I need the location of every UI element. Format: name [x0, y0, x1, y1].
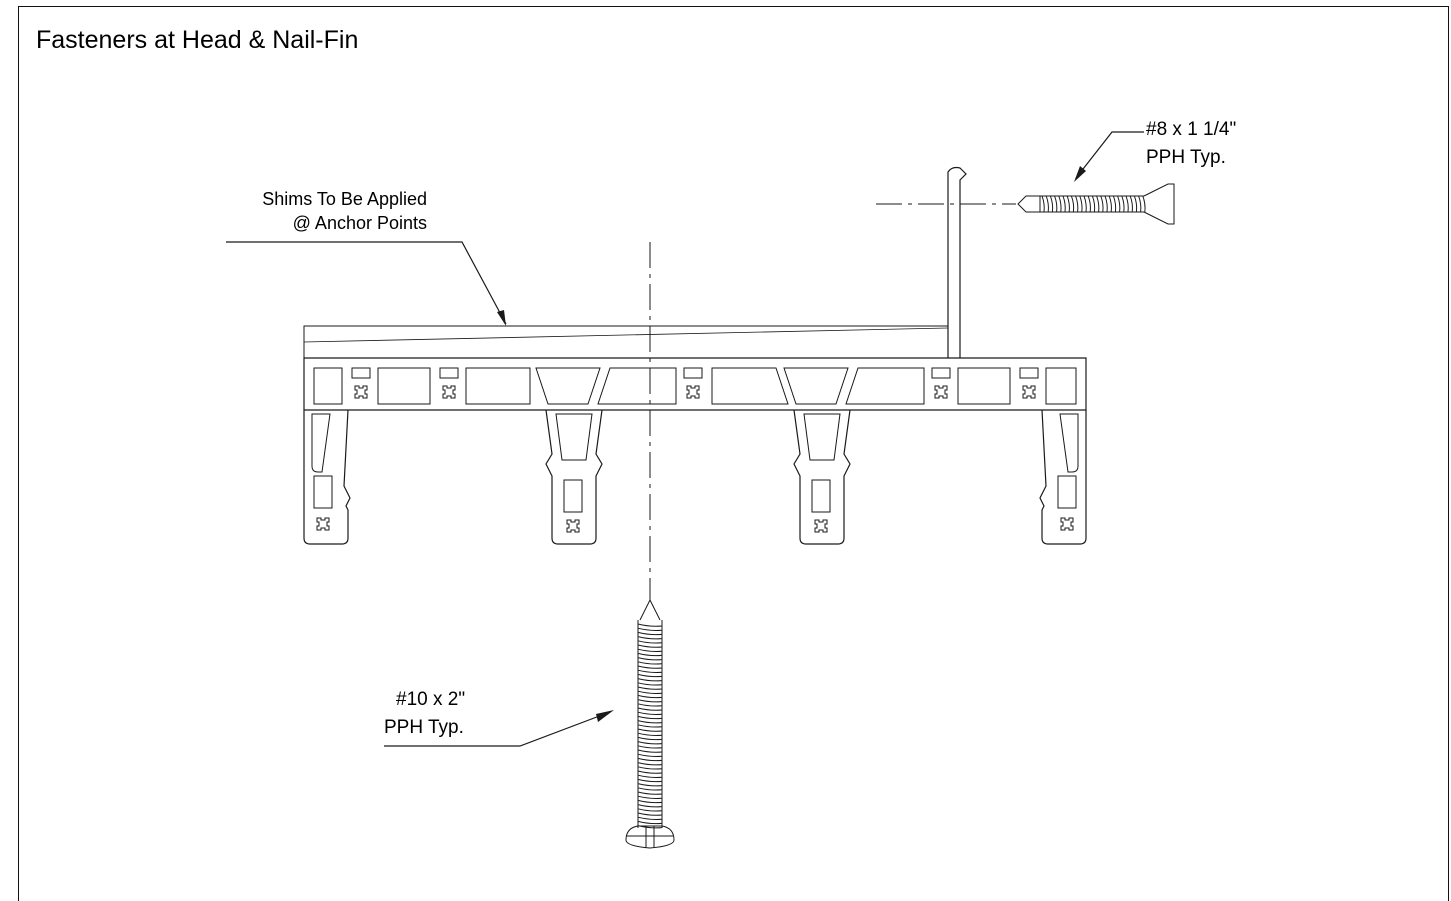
screw-thread: [1079, 195, 1083, 213]
screw-thread: [1125, 195, 1129, 213]
screw-thread: [637, 724, 663, 728]
screw-thread: [637, 636, 663, 640]
screw-thread: [1070, 195, 1075, 213]
screw-thread: [637, 648, 663, 652]
screw-thread: [637, 657, 663, 661]
screw-thread: [637, 736, 663, 741]
screw-thread: [637, 640, 663, 644]
profile-leg: [304, 410, 350, 544]
screw-thread: [637, 820, 663, 825]
screw-thread: [1091, 195, 1096, 213]
screw-thread: [1138, 195, 1142, 213]
centerlines: [649, 203, 1016, 600]
screw-thread: [1058, 195, 1062, 213]
shims-label-line2: @ Anchor Points: [292, 213, 427, 233]
screw-thread: [1041, 195, 1045, 213]
screw-thread: [637, 631, 663, 636]
screw-thread: [637, 791, 663, 795]
screw-thread: [637, 711, 663, 715]
shim-strip: [303, 325, 949, 359]
screw-thread: [637, 762, 663, 766]
screw-thread: [637, 778, 663, 783]
profile-leg: [794, 410, 850, 544]
screw-thread: [637, 673, 663, 678]
screw-thread: [1112, 195, 1117, 213]
screw-thread: [637, 707, 663, 711]
screw-thread: [1142, 195, 1146, 213]
screw-thread: [637, 812, 663, 816]
screw-thread: [637, 766, 663, 770]
screw-thread: [1062, 195, 1066, 213]
screw-thread: [1049, 195, 1054, 213]
profile-leg: [546, 410, 602, 544]
screw-thread: [637, 627, 663, 631]
screw-thread: [637, 644, 663, 648]
screw-thread: [637, 741, 663, 745]
profile-leg: [1040, 410, 1086, 544]
screw-thread: [637, 652, 663, 657]
screw-thread: [637, 808, 663, 812]
screw-thread: [637, 694, 663, 699]
screw-thread: [637, 804, 663, 808]
drawing-title: Fasteners at Head & Nail-Fin: [36, 26, 359, 54]
screw-thread: [1117, 195, 1121, 213]
screw-thread: [1133, 195, 1138, 213]
screw-thread: [1045, 195, 1049, 213]
head-screw: [625, 598, 675, 849]
screw-thread: [1104, 195, 1108, 213]
fin-screw-label-line1: #8 x 1 1/4": [1146, 119, 1237, 140]
screw-thread: [637, 770, 663, 774]
screw-thread: [1100, 195, 1104, 213]
screw-thread: [637, 661, 663, 665]
screw-thread: [1129, 195, 1133, 213]
screw-thread: [637, 720, 663, 724]
screw-thread: [637, 799, 663, 804]
screw-thread: [1087, 195, 1091, 213]
screw-thread: [637, 787, 663, 791]
screw-thread: [637, 745, 663, 749]
fin-screw-label-line2: PPH Typ.: [1146, 147, 1226, 168]
screw-thread: [637, 686, 663, 690]
window-head-profile: [303, 357, 1087, 411]
leader-arrowheads: [497, 166, 1086, 722]
screw-thread: [637, 715, 663, 720]
screw-thread: [637, 795, 663, 799]
screw-thread: [637, 682, 663, 686]
head-screw-label-line2: PPH Typ.: [384, 717, 464, 738]
nail-fin: [947, 166, 967, 358]
head-screw-label-line1: #10 x 2": [396, 689, 466, 710]
screw-thread: [637, 665, 663, 669]
screw-thread: [1121, 195, 1125, 213]
screw-thread: [1083, 195, 1087, 213]
screw-thread: [637, 732, 663, 736]
screw-thread: [637, 678, 663, 682]
screw-thread: [637, 749, 663, 753]
screw-thread: [1054, 195, 1058, 213]
screw-thread: [637, 816, 663, 820]
screw-thread: [1075, 195, 1079, 213]
screw-thread: [637, 703, 663, 707]
leader-lines: [226, 131, 1144, 747]
fin-screw: [1017, 183, 1175, 225]
shims-label-line1: Shims To Be Applied: [262, 189, 427, 209]
page-frame: [18, 6, 1449, 901]
screw-thread: [637, 728, 663, 732]
screw-thread: [637, 774, 663, 778]
screw-thread: [637, 623, 663, 627]
screw-thread: [1066, 195, 1070, 213]
screw-thread: [637, 783, 663, 787]
screw-thread: [1108, 195, 1112, 213]
screw-thread: [637, 699, 663, 703]
screw-thread: [637, 753, 663, 757]
screw-thread: [637, 757, 663, 762]
screw-thread: [637, 690, 663, 694]
screw-thread: [637, 669, 663, 673]
screw-thread: [1096, 195, 1100, 213]
